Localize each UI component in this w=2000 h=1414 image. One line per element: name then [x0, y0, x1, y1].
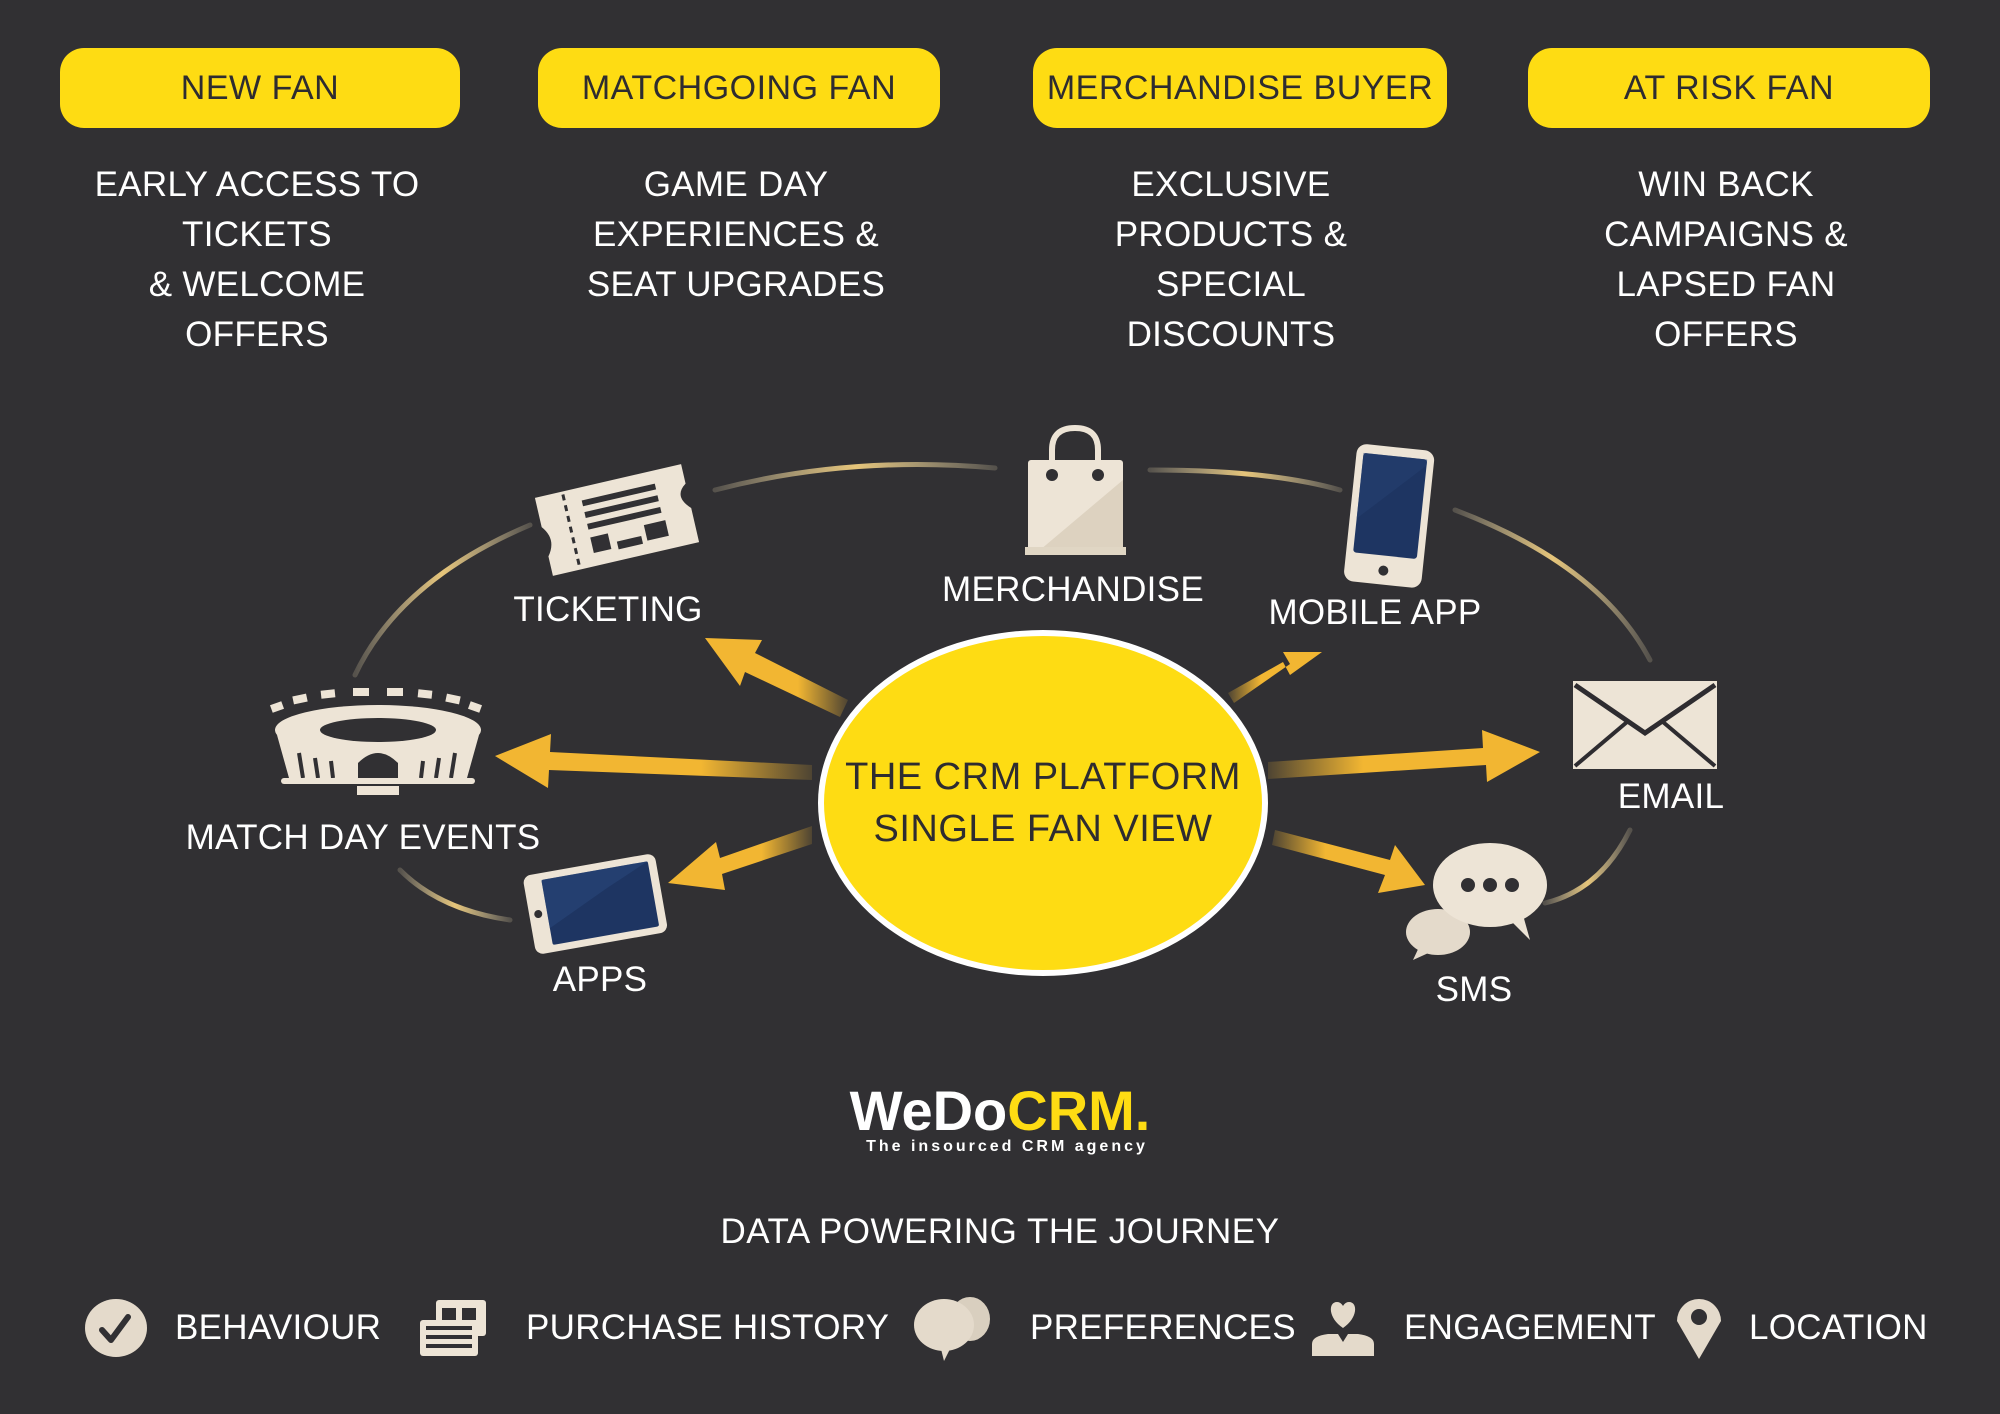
channel-label-sms: SMS [1435, 970, 1513, 1009]
description-line: GAME DAY [643, 165, 829, 204]
chat-bubbles-icon [1406, 843, 1547, 960]
receipt-stack-icon [420, 1300, 486, 1356]
segment-description-at-risk-fan: WIN BACK CAMPAIGNS & LAPSED FAN OFFERS [1516, 160, 1936, 360]
arrow-to-mobile-app [1228, 652, 1322, 703]
data-item-label: ENGAGEMENT [1404, 1308, 1656, 1347]
data-item-label: LOCATION [1749, 1308, 1928, 1347]
channel-label-match-day: MATCH DAY EVENTS [185, 818, 541, 857]
description-line: SPECIAL [1156, 265, 1306, 304]
wedocrm-logo: WeDoCRM. The insourced CRM agency [0, 1080, 2000, 1156]
data-item-purchase-history: PURCHASE HISTORY [418, 1290, 889, 1366]
crm-platform-hub: THE CRM PLATFORM SINGLE FAN VIEW [818, 630, 1268, 976]
description-line: DISCOUNTS [1126, 315, 1336, 354]
data-item-behaviour: BEHAVIOUR [83, 1290, 381, 1366]
data-item-label: PURCHASE HISTORY [526, 1308, 890, 1347]
stadium-icon [269, 688, 483, 795]
hub-subtitle: SINGLE FAN VIEW [873, 808, 1213, 850]
description-line: TICKETS [182, 215, 332, 254]
data-section-title: DATA POWERING THE JOURNEY [720, 1212, 1280, 1251]
logo-wordmark-yellow: CRM. [1007, 1079, 1151, 1142]
segment-pill-new-fan: NEW FAN [60, 48, 460, 128]
data-item-preferences: PREFERENCES [912, 1290, 1296, 1366]
map-pin-icon [1677, 1299, 1721, 1359]
segment-pill-merchandise-buyer: MERCHANDISE BUYER [1033, 48, 1447, 128]
description-line: OFFERS [1654, 315, 1798, 354]
ticket-icon [534, 464, 700, 576]
data-sources-row: BEHAVIOUR PURCHASE HISTORY PREFERENCES E… [0, 1290, 2000, 1366]
shopping-bag-icon [1025, 424, 1126, 555]
data-item-label: PREFERENCES [1030, 1308, 1296, 1347]
description-line: LAPSED FAN [1616, 265, 1836, 304]
segment-label: MATCHGOING FAN [581, 68, 897, 107]
person-heart-icon [1312, 1302, 1374, 1356]
description-line: & WELCOME [148, 265, 366, 304]
speech-bubbles-icon [914, 1297, 990, 1361]
data-item-engagement: ENGAGEMENT [1310, 1290, 1656, 1366]
arrow-to-apps [668, 826, 812, 890]
description-line: EXCLUSIVE [1131, 165, 1331, 204]
description-line: OFFERS [185, 315, 329, 354]
logo-tagline: The insourced CRM agency [866, 1138, 1148, 1155]
segment-label: AT RISK FAN [1623, 68, 1835, 107]
segment-label: MERCHANDISE BUYER [1046, 68, 1434, 107]
arrow-to-email [1268, 730, 1540, 782]
logo-wordmark-white: WeDo [849, 1079, 1008, 1142]
channel-label-mobile-app: MOBILE APP [1268, 593, 1482, 632]
channel-label-apps: APPS [552, 960, 648, 999]
channel-label-merchandise: MERCHANDISE [942, 570, 1204, 609]
hub-title: THE CRM PLATFORM [845, 756, 1241, 798]
description-line: WIN BACK [1638, 165, 1814, 204]
description-line: EARLY ACCESS TO [94, 165, 420, 204]
description-line: SEAT UPGRADES [586, 265, 886, 304]
smartphone-icon [1344, 444, 1435, 588]
orbit-arc [352, 522, 533, 678]
segment-description-merchandise-buyer: EXCLUSIVE PRODUCTS & SPECIAL DISCOUNTS [1021, 160, 1441, 360]
segment-label: NEW FAN [180, 68, 340, 107]
checkmark-circle-icon [85, 1299, 147, 1357]
segment-pill-at-risk-fan: AT RISK FAN [1528, 48, 1930, 128]
envelope-icon [1573, 681, 1717, 769]
arrow-to-ticketing [705, 638, 848, 717]
description-line: EXPERIENCES & [593, 215, 879, 254]
arrow-to-match-day [495, 734, 812, 788]
data-item-label: BEHAVIOUR [175, 1308, 382, 1347]
segment-pill-matchgoing-fan: MATCHGOING FAN [538, 48, 940, 128]
description-line: CAMPAIGNS & [1604, 215, 1848, 254]
channel-label-email: EMAIL [1617, 777, 1725, 816]
description-line: PRODUCTS & [1114, 215, 1348, 254]
segment-description-matchgoing-fan: GAME DAY EXPERIENCES & SEAT UPGRADES [526, 160, 946, 310]
segment-description-new-fan: EARLY ACCESS TO TICKETS & WELCOME OFFERS [47, 160, 467, 360]
tablet-icon [523, 854, 668, 954]
channel-label-ticketing: TICKETING [513, 590, 703, 629]
data-item-location: LOCATION [1673, 1290, 1928, 1366]
